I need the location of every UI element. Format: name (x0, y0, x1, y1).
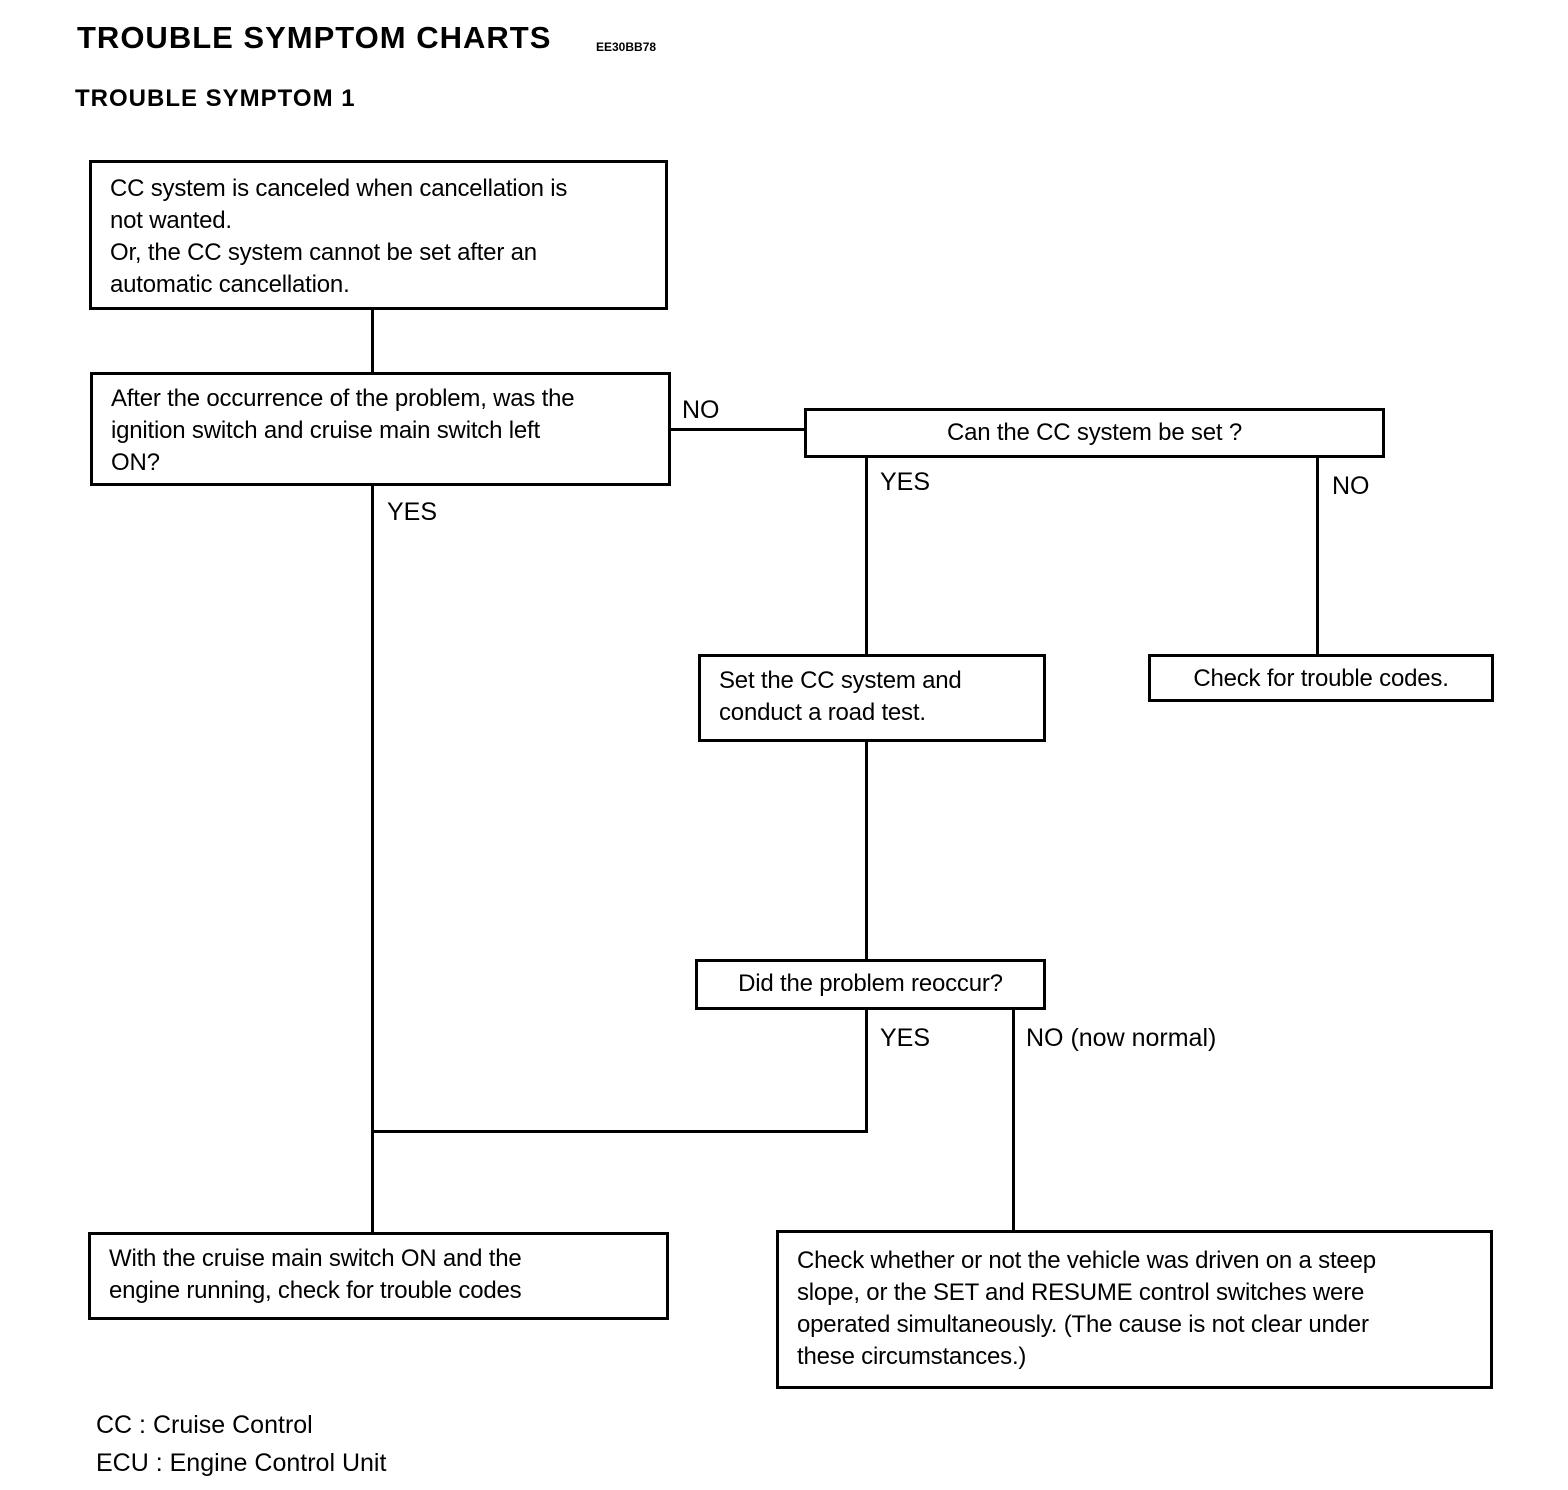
connector-road-test-to-reoccur (865, 739, 868, 961)
connector-can-set-yes (865, 456, 868, 656)
reoccur-yes-label: YES (880, 1024, 931, 1052)
ignition-no-label: NO (682, 396, 720, 424)
connector-ignition-yes (371, 484, 374, 1234)
connector-reoccur-yes-across (371, 1130, 868, 1133)
section-subtitle: TROUBLE SYMPTOM 1 (75, 85, 356, 112)
can-set-yes-label: YES (880, 468, 931, 496)
check-codes-main-on-node: With the cruise main switch ON and the e… (88, 1232, 669, 1320)
page-title: TROUBLE SYMPTOM CHARTS (77, 20, 552, 55)
reoccur-question-node: Did the problem reoccur? (695, 959, 1046, 1010)
document-code: EE30BB78 (596, 40, 657, 54)
check-steep-slope-node: Check whether or not the vehicle was dri… (776, 1230, 1493, 1389)
ignition-yes-label: YES (387, 498, 438, 526)
can-set-question-node: Can the CC system be set ? (804, 408, 1385, 458)
can-set-no-label: NO (1332, 472, 1370, 500)
legend-item: ECU : Engine Control Unit (96, 1449, 387, 1477)
connector-start-to-ignition (371, 308, 374, 374)
reoccur-no-label: NO (now normal) (1026, 1024, 1217, 1052)
road-test-node: Set the CC system and conduct a road tes… (698, 654, 1046, 742)
connector-ignition-no (669, 428, 806, 431)
start-node: CC system is canceled when cancellation … (89, 160, 668, 310)
connector-reoccur-no (1012, 1008, 1015, 1234)
ignition-question-node: After the occurrence of the problem, was… (90, 372, 671, 486)
check-trouble-codes-node: Check for trouble codes. (1148, 654, 1494, 702)
connector-can-set-no (1316, 456, 1319, 656)
connector-reoccur-yes-down (865, 1008, 868, 1133)
legend-item: CC : Cruise Control (96, 1411, 313, 1439)
